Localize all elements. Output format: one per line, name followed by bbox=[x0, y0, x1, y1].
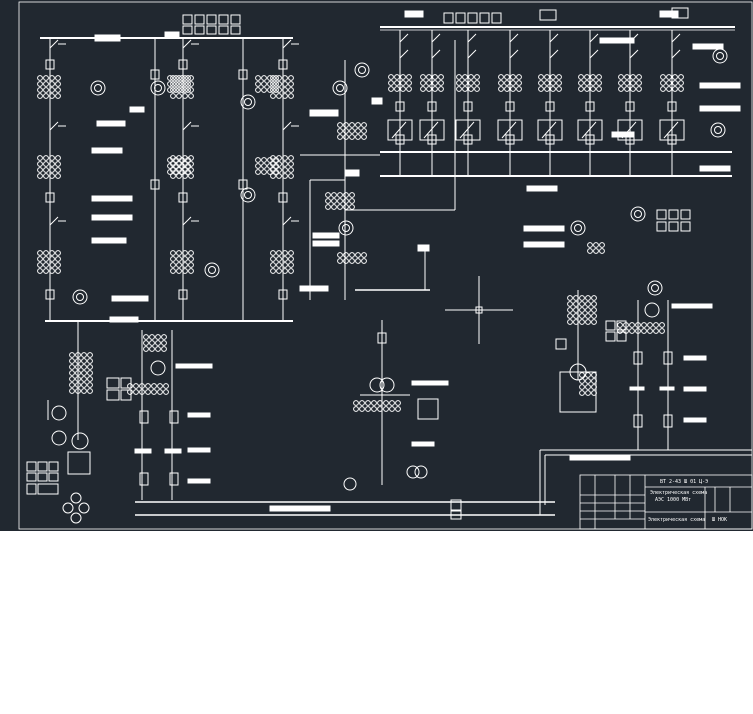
empty-area-below-canvas bbox=[0, 531, 753, 714]
transformer-icon bbox=[710, 122, 726, 138]
legend-boxes-bottom-left bbox=[26, 461, 59, 495]
legend-boxes-top-left bbox=[182, 14, 241, 35]
left-feeder-group bbox=[37, 38, 299, 321]
transformer-icon bbox=[150, 80, 166, 96]
org-text: Ш НОК bbox=[712, 517, 728, 523]
right-feeder-group bbox=[69, 30, 741, 412]
crosshair-icon bbox=[445, 276, 513, 344]
transformer-icon bbox=[240, 94, 256, 110]
transformer-icon bbox=[204, 262, 220, 278]
transformer-icon bbox=[354, 62, 370, 78]
title-line-2-text: АЭС 1000 МВт bbox=[655, 497, 692, 503]
title-line-1-text: Электрическая схема bbox=[650, 490, 708, 496]
doc-code-text: ВТ 2-43 Ш 01 Ц-Э bbox=[660, 479, 709, 485]
sheet-title-text: Электрическая схема bbox=[648, 517, 706, 523]
generator-icon bbox=[343, 477, 357, 491]
transformer-icon bbox=[570, 220, 586, 236]
transformer-icon bbox=[630, 206, 646, 222]
transformer-icon bbox=[72, 289, 88, 305]
transformer-icon bbox=[647, 280, 663, 296]
transformer-icon bbox=[338, 220, 354, 236]
transformer-icon bbox=[332, 80, 348, 96]
electrical-single-line-diagram bbox=[18, 1, 753, 530]
transformer-icon bbox=[712, 48, 728, 64]
legend-boxes-top-right bbox=[443, 12, 502, 24]
drawing-frame bbox=[18, 1, 753, 530]
transformer-icon bbox=[90, 80, 106, 96]
cad-drawing-canvas[interactable]: ВТ 2-43 Ш 01 Ц-Э Электрическая схема АЭС… bbox=[0, 0, 753, 531]
title-block bbox=[579, 474, 753, 530]
transformer-icon bbox=[240, 187, 256, 203]
